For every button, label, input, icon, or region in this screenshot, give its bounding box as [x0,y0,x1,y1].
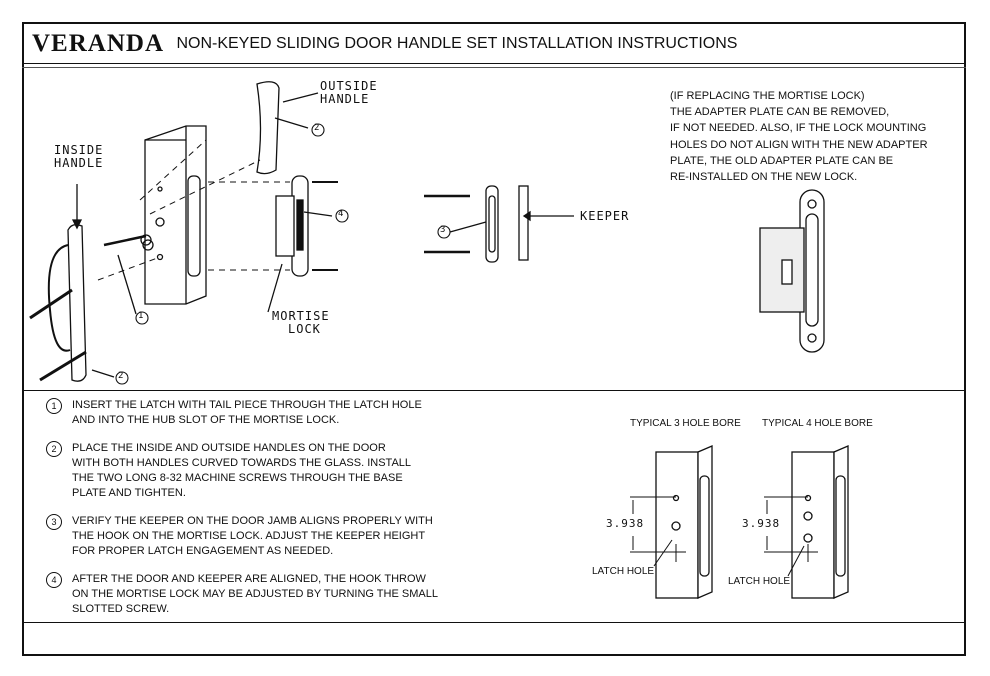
mortise-lock-label: MORTISE LOCK [272,309,330,336]
bore-diagram-3-hole [630,445,713,599]
inside-handle-illustration [29,184,115,382]
mortise-lock-illustration [267,175,338,313]
bore-4-dimension: 3.938 [742,517,781,530]
step-1: 1 INSERT THE LATCH WITH TAIL PIECE THROU… [46,398,466,428]
outside-handle-illustration [256,81,319,175]
outside-handle-label: OUTSIDE HANDLE [320,79,378,106]
replacement-lock-illustration [759,189,825,353]
keeper-illustration [424,185,574,263]
page-title: VERANDA NON-KEYED SLIDING DOOR HANDLE SE… [32,30,737,58]
door-block-illustration [142,125,207,305]
callout-2-inside: 2 [118,371,125,381]
callout-1: 1 [138,311,145,321]
latch-tail-illustration [103,234,152,315]
callout-3: 3 [440,225,447,235]
bore-diagram-4-hole [764,445,849,599]
inside-handle-label: INSIDE HANDLE [54,143,104,170]
footer-divider [22,622,966,623]
brand-name: VERANDA [32,30,164,57]
bore-3-latch-label: LATCH HOLE [592,566,655,577]
step-2: 2 PLACE THE INSIDE AND OUTSIDE HANDLES O… [46,441,466,501]
document-frame [22,22,966,656]
step-number: 1 [46,398,62,414]
bore-4-latch-label: LATCH HOLE [728,576,791,587]
step-4: 4 AFTER THE DOOR AND KEEPER ARE ALIGNED,… [46,572,466,617]
keeper-label: KEEPER [580,209,630,223]
instruction-steps: 1 INSERT THE LATCH WITH TAIL PIECE THROU… [46,398,466,630]
callout-2-outside: 2 [314,123,321,133]
replacement-note: (IF REPLACING THE MORTISE LOCK) THE ADAP… [670,90,928,184]
step-number: 4 [46,572,62,588]
bore-4-title: TYPICAL 4 HOLE BORE [762,418,873,429]
callout-4: 4 [338,209,345,219]
section-divider [22,390,966,391]
header-divider [22,63,966,64]
step-number: 2 [46,441,62,457]
bore-3-dimension: 3.938 [606,517,645,530]
step-number: 3 [46,514,62,530]
bore-3-title: TYPICAL 3 HOLE BORE [630,418,741,429]
header-divider-thin [22,67,966,68]
step-3: 3 VERIFY THE KEEPER ON THE DOOR JAMB ALI… [46,514,466,559]
document-title: NON-KEYED SLIDING DOOR HANDLE SET INSTAL… [176,35,738,52]
